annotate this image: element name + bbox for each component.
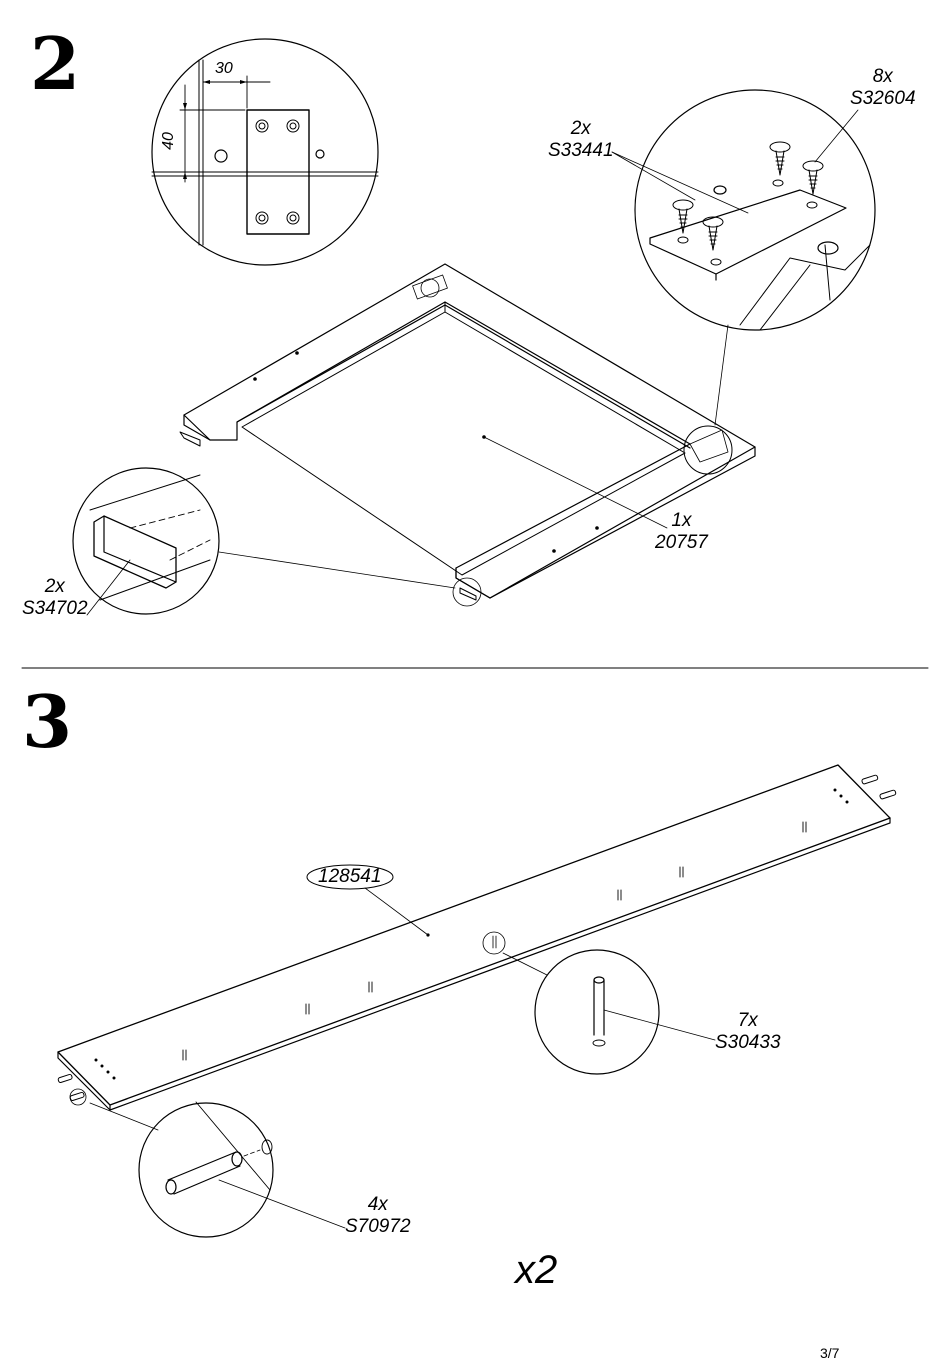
detail-circle-dowel bbox=[502, 949, 716, 1075]
detail-circle-dimensions bbox=[151, 38, 379, 266]
part-qty: 4x bbox=[367, 1194, 388, 1215]
part-qty: 7x bbox=[737, 1010, 758, 1031]
board-assembly bbox=[57, 764, 897, 1111]
part-qty: 2x bbox=[44, 576, 65, 597]
part-code: S34702 bbox=[22, 598, 88, 619]
board-code-oval bbox=[306, 864, 394, 890]
part-qty: 2x bbox=[570, 118, 591, 139]
part-label-s33441: 2x S33441 bbox=[548, 118, 614, 162]
board-code-label: 128541 bbox=[318, 866, 382, 887]
part-code: S30433 bbox=[715, 1032, 781, 1053]
part-label-s70972: 4x S70972 bbox=[345, 1194, 411, 1238]
dimension-horizontal: 30 bbox=[215, 60, 233, 77]
part-label-s30433: 7x S30433 bbox=[715, 1010, 781, 1054]
detail-circle-screws bbox=[611, 89, 876, 331]
part-code: S70972 bbox=[345, 1216, 411, 1237]
quantity-multiplier: x2 bbox=[515, 1248, 558, 1292]
detail-circle-enddowel bbox=[89, 1101, 346, 1238]
part-qty: 8x bbox=[872, 66, 893, 87]
part-label-s34702: 2x S34702 bbox=[22, 576, 88, 620]
step-number-2: 2 bbox=[30, 21, 81, 106]
dimension-vertical: 40 bbox=[159, 132, 177, 150]
part-label-20757: 1x 20757 bbox=[655, 510, 708, 554]
step-number-3: 3 bbox=[22, 679, 73, 764]
part-label-s32604: 8x S32604 bbox=[850, 66, 916, 110]
frame-assembly bbox=[179, 263, 756, 601]
page-number: 3/7 bbox=[820, 1345, 840, 1361]
detail-circle-endcap bbox=[72, 467, 482, 616]
part-code: 20757 bbox=[655, 532, 708, 553]
part-code: S33441 bbox=[548, 140, 614, 161]
part-qty: 1x bbox=[671, 510, 692, 531]
part-code: S32604 bbox=[850, 88, 916, 109]
